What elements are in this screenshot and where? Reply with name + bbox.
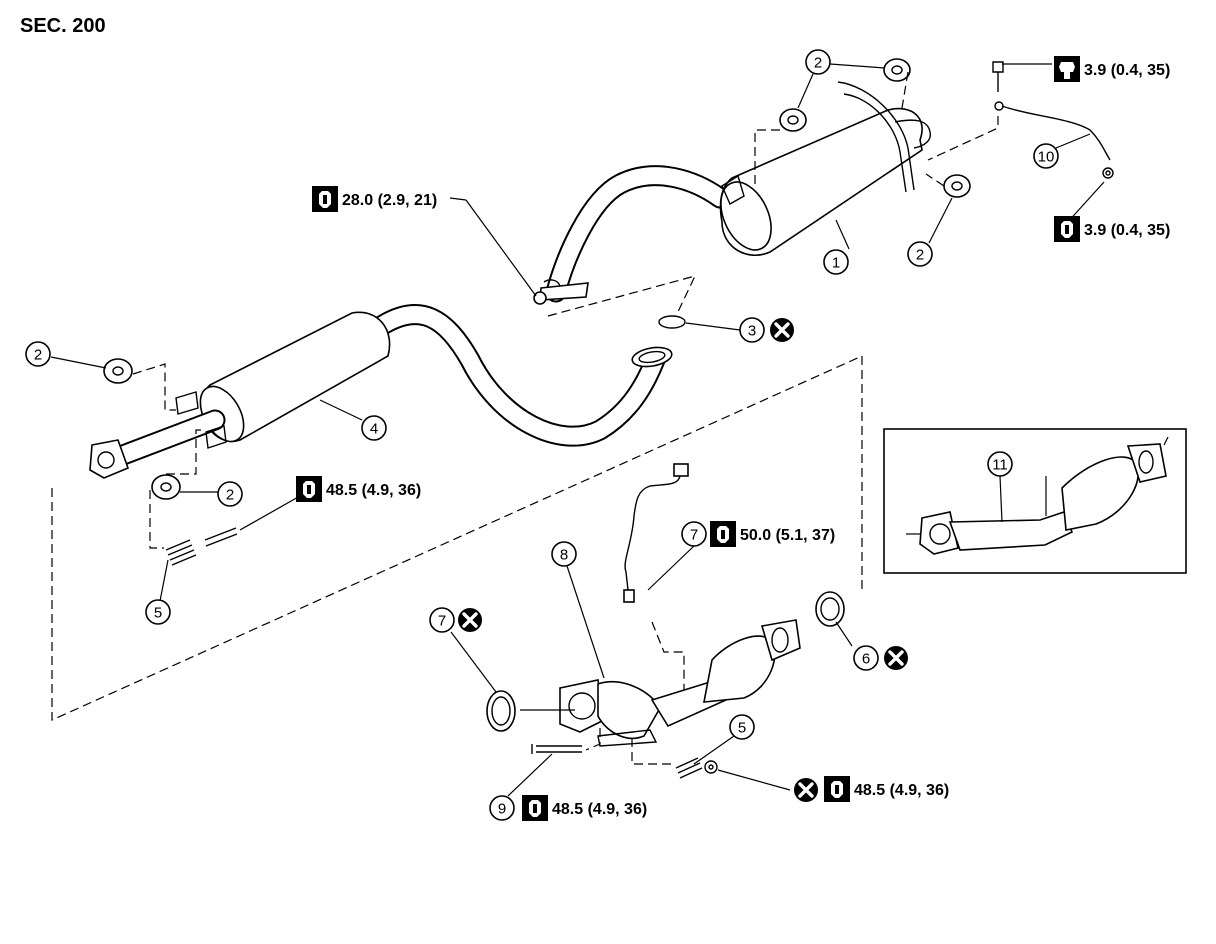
rear-muffler xyxy=(539,81,932,303)
torque-value: 3.9 (0.4, 35) xyxy=(1084,222,1170,239)
replace-icon xyxy=(768,316,796,344)
nut-icon xyxy=(824,776,850,802)
torque-value: 48.5 (4.9, 36) xyxy=(854,782,949,799)
replace-icon xyxy=(456,606,484,634)
torque-value: 50.0 (5.1, 37) xyxy=(740,527,835,544)
section-title: SEC. 200 xyxy=(20,15,106,37)
catalytic-converter xyxy=(559,619,801,747)
nut-icon xyxy=(312,186,338,212)
callout-number: 2 xyxy=(916,247,924,264)
callout-c3: 3 xyxy=(739,317,765,343)
callout-number: 3 xyxy=(748,323,756,340)
torque-spec-t3: 3.9 (0.4, 35) xyxy=(1054,216,1170,242)
callout-number: 2 xyxy=(34,347,42,364)
replace-icon xyxy=(792,776,820,804)
center-muffler xyxy=(89,304,673,479)
callout-number: 5 xyxy=(154,605,162,622)
callout-number: 6 xyxy=(862,651,870,668)
callout-c1: 1 xyxy=(823,249,849,275)
torque-spec-t1: 28.0 (2.9, 21) xyxy=(312,186,437,212)
callout-c11: 11 xyxy=(987,451,1013,477)
callout-number: 5 xyxy=(738,720,746,737)
callout-number: 8 xyxy=(560,547,568,564)
callout-number: 11 xyxy=(992,457,1008,474)
callout-c2a: 2 xyxy=(25,341,51,367)
callout-c5a: 5 xyxy=(145,599,171,625)
inset-catalyst xyxy=(906,436,1169,555)
torque-spec-t2: 3.9 (0.4, 35) xyxy=(1054,56,1170,82)
callout-number: 4 xyxy=(370,421,378,438)
nut-icon xyxy=(296,476,322,502)
torque-spec-t6: 48.5 (4.9, 36) xyxy=(824,776,949,802)
callout-number: 1 xyxy=(832,255,840,272)
nut-icon xyxy=(710,521,736,547)
callout-number: 9 xyxy=(498,801,506,818)
dashed-lines xyxy=(51,71,999,765)
bolt-icon xyxy=(1054,56,1080,82)
torque-spec-t4: 48.5 (4.9, 36) xyxy=(296,476,421,502)
stud xyxy=(204,61,1114,754)
callout-number: 2 xyxy=(226,487,234,504)
callout-c2b: 2 xyxy=(217,481,243,507)
callout-number: 7 xyxy=(690,527,698,544)
callout-c5b: 5 xyxy=(729,714,755,740)
torque-value: 48.5 (4.9, 36) xyxy=(552,801,647,818)
torque-value: 48.5 (4.9, 36) xyxy=(326,482,421,499)
callout-c8: 8 xyxy=(551,541,577,567)
oxygen-sensor xyxy=(623,463,689,603)
mounting-rubber xyxy=(103,58,971,500)
spring xyxy=(165,539,718,779)
callout-number: 7 xyxy=(438,613,446,630)
callout-c2d: 2 xyxy=(907,241,933,267)
gasket xyxy=(486,315,845,732)
callout-number: 2 xyxy=(814,55,822,72)
callout-c2c: 2 xyxy=(805,49,831,75)
callout-c9: 9 xyxy=(489,795,515,821)
callout-c6: 6 xyxy=(853,645,879,671)
torque-value: 28.0 (2.9, 21) xyxy=(342,192,437,209)
callout-c7a: 7 xyxy=(429,607,455,633)
nut-icon xyxy=(1054,216,1080,242)
torque-spec-t5: 50.0 (5.1, 37) xyxy=(710,521,835,547)
callout-c7b: 7 xyxy=(681,521,707,547)
callout-c4: 4 xyxy=(361,415,387,441)
leader-lines xyxy=(50,63,1105,797)
callout-number: 10 xyxy=(1038,149,1055,166)
nut-icon xyxy=(522,795,548,821)
torque-value: 3.9 (0.4, 35) xyxy=(1084,62,1170,79)
replace-icon xyxy=(882,644,910,672)
torque-spec-t7: 48.5 (4.9, 36) xyxy=(522,795,647,821)
callout-c10: 10 xyxy=(1033,143,1059,169)
bracket xyxy=(1001,105,1111,161)
